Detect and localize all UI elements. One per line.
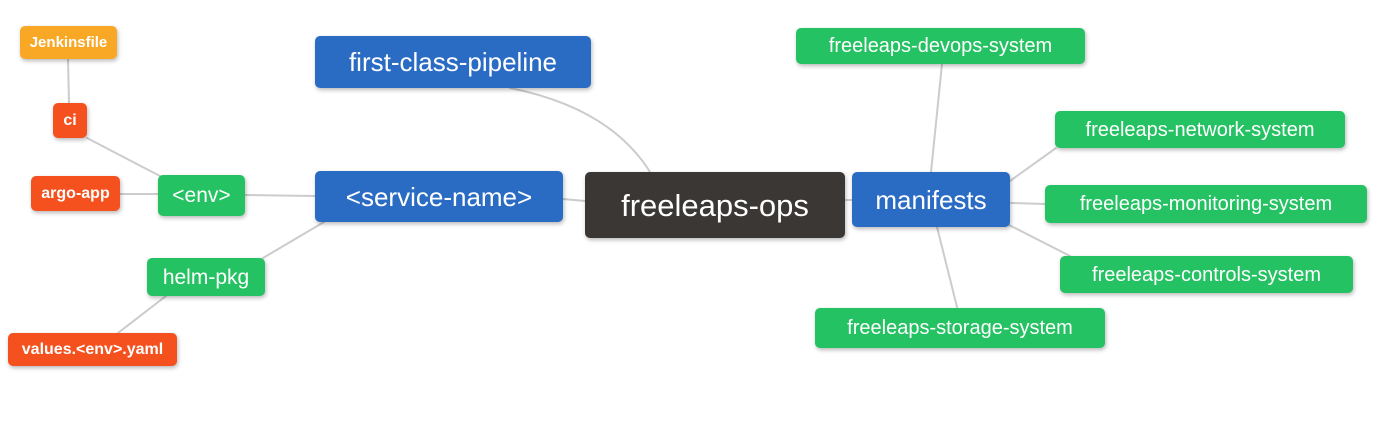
node-helm-pkg[interactable]: helm-pkg: [147, 258, 265, 296]
edge-first-class-pipeline-freeleaps-ops: [509, 87, 651, 173]
node-jenkinsfile-label: Jenkinsfile: [29, 34, 108, 51]
node-ci[interactable]: ci: [53, 103, 87, 138]
node-env-label: <env>: [172, 184, 231, 207]
edge-freeleaps-network-system-manifests: [1009, 147, 1057, 182]
node-freeleaps-storage-system-label: freeleaps-storage-system: [847, 317, 1073, 339]
edge-ci-env: [86, 137, 161, 177]
node-freeleaps-devops-system-label: freeleaps-devops-system: [828, 35, 1053, 57]
edge-service-name-freeleaps-ops: [562, 198, 586, 202]
node-freeleaps-monitoring-system[interactable]: freeleaps-monitoring-system: [1045, 185, 1367, 223]
edge-freeleaps-storage-system-manifests: [936, 226, 958, 308]
node-freeleaps-devops-system[interactable]: freeleaps-devops-system: [796, 28, 1085, 64]
node-freeleaps-network-system[interactable]: freeleaps-network-system: [1055, 111, 1345, 148]
node-service-name[interactable]: <service-name>: [315, 171, 563, 222]
node-service-name-label: <service-name>: [345, 181, 533, 212]
node-freeleaps-ops-label: freeleaps-ops: [621, 187, 809, 223]
node-freeleaps-controls-system-label: freeleaps-controls-system: [1092, 263, 1321, 286]
edge-freeleaps-devops-system-manifests: [930, 63, 943, 173]
node-manifests[interactable]: manifests: [852, 172, 1010, 227]
node-first-class-pipeline[interactable]: first-class-pipeline: [315, 36, 591, 88]
edge-helm-pkg-values-env-yaml: [117, 295, 167, 334]
node-freeleaps-ops[interactable]: freeleaps-ops: [585, 172, 845, 238]
node-freeleaps-storage-system[interactable]: freeleaps-storage-system: [815, 308, 1105, 348]
node-helm-pkg-label: helm-pkg: [162, 265, 250, 289]
node-freeleaps-network-system-label: freeleaps-network-system: [1085, 118, 1315, 141]
edge-env-service-name: [244, 194, 316, 197]
node-values-env-yaml-label: values.<env>.yaml: [21, 340, 164, 358]
node-argo-app[interactable]: argo-app: [31, 176, 120, 211]
node-values-env-yaml[interactable]: values.<env>.yaml: [8, 333, 177, 366]
node-freeleaps-monitoring-system-label: freeleaps-monitoring-system: [1079, 193, 1333, 215]
edge-freeleaps-monitoring-system-manifests: [1010, 202, 1046, 205]
node-first-class-pipeline-label: first-class-pipeline: [348, 47, 558, 77]
node-manifests-label: manifests: [875, 184, 987, 215]
node-env[interactable]: <env>: [158, 175, 245, 216]
edge-freeleaps-controls-system-manifests: [1008, 224, 1071, 257]
node-argo-app-label: argo-app: [41, 184, 110, 202]
node-ci-label: ci: [63, 111, 77, 129]
edge-service-name-helm-pkg: [262, 221, 325, 259]
edge-jenkinsfile-ci: [67, 58, 70, 104]
node-freeleaps-controls-system[interactable]: freeleaps-controls-system: [1060, 256, 1353, 293]
node-jenkinsfile[interactable]: Jenkinsfile: [20, 26, 117, 59]
